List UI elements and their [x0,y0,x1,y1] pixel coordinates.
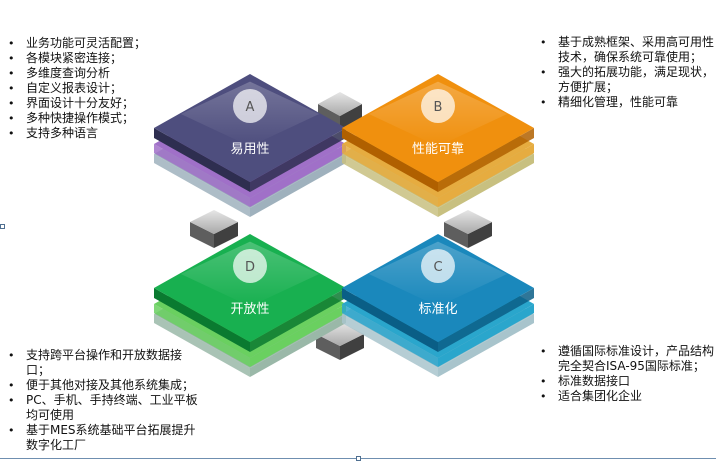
feature-item: 基于MES系统基础平台拓展提升数字化工厂 [4,423,204,453]
feature-item: 业务功能可灵活配置； [4,36,174,51]
feature-item: 便于其他对接及其他系统集成； [4,378,204,393]
feature-item: 强大的拓展功能，满足现状，方便扩展； [536,65,716,95]
connector-block [444,210,492,248]
feature-item: 适合集团化企业 [536,389,716,404]
quadrant-tile-c: C 标准化 [342,234,534,377]
quadrant-tile-b: B 性能可靠 [342,74,534,217]
quadrant-badge [233,249,267,283]
quadrant-badge [421,89,455,123]
quadrant-label: 开放性 [230,302,269,317]
feature-item: PC、手机、手持终端、工业平板均可使用 [4,393,204,423]
quadrant-tile-a: A 易用性 [154,74,346,217]
quadrant-badge [233,89,267,123]
quadrant-badge [421,249,455,283]
quadrant-label: 标准化 [418,302,457,317]
features-list-bottom-right: 遵循国际标准设计，产品结构完全契合ISA-95国际标准； 标准数据接口 适合集团… [536,344,716,404]
quadrant-letter: C [433,260,442,275]
feature-item: 多种快捷操作模式； [4,111,174,126]
connector-block [190,210,238,248]
quadrant-letter: A [246,100,255,115]
quadrant-label: 易用性 [230,142,269,157]
feature-item: 多维度查询分析 [4,66,174,81]
quadrant-tile-d: D 开放性 [154,234,346,377]
feature-item: 支持多种语言 [4,126,174,141]
selection-handle[interactable] [0,224,5,229]
quadrant-letter: D [245,260,255,275]
features-list-top-left: 业务功能可灵活配置； 各模块紧密连接； 多维度查询分析 自定义报表设计； 界面设… [4,36,174,141]
feature-item: 基于成熟框架、采用高可用性技术，确保系统可靠使用； [536,35,716,65]
quadrant-tiles: A 易用性 B 性能可靠 D 开放性 C 标准化 [154,74,534,377]
selection-handle[interactable] [356,456,361,461]
feature-item: 精细化管理，性能可靠 [536,95,716,110]
features-list-bottom-left: 支持跨平台操作和开放数据接口； 便于其他对接及其他系统集成； PC、手机、手持终… [4,348,204,453]
feature-item: 支持跨平台操作和开放数据接口； [4,348,204,378]
quadrant-letter: B [434,100,443,115]
feature-item: 遵循国际标准设计，产品结构完全契合ISA-95国际标准； [536,344,716,374]
quadrant-label: 性能可靠 [412,142,464,157]
features-list-top-right: 基于成熟框架、采用高可用性技术，确保系统可靠使用； 强大的拓展功能，满足现状，方… [536,35,716,110]
feature-item: 标准数据接口 [536,374,716,389]
feature-item: 界面设计十分友好； [4,96,174,111]
feature-item: 自定义报表设计； [4,81,174,96]
feature-item: 各模块紧密连接； [4,51,174,66]
